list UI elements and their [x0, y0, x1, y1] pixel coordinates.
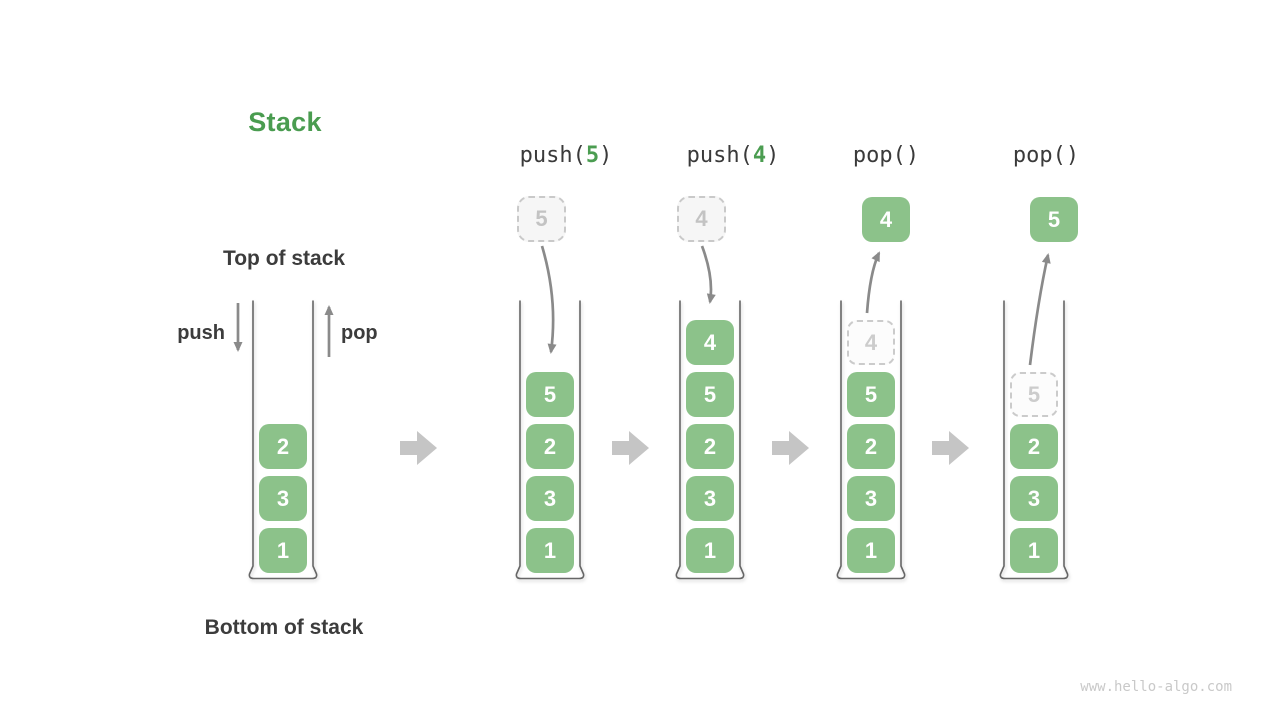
stack-item: 2 — [686, 424, 734, 469]
op-arg: 4 — [752, 143, 767, 168]
stack-item: 5 — [526, 372, 574, 417]
op-arg: 5 — [585, 143, 600, 168]
op-label-pop-2: pop() — [956, 143, 1136, 168]
op-text: pop() — [852, 143, 920, 168]
popped-value: 5 — [1030, 197, 1078, 242]
stack-item: 3 — [526, 476, 574, 521]
op-text: push( — [519, 143, 586, 168]
op-text: ) — [599, 143, 613, 168]
stack-item: 2 — [259, 424, 307, 469]
stack-item: 4 — [686, 320, 734, 365]
pop-5-flow-arrow-icon — [1028, 253, 1051, 366]
stack-item: 5 — [847, 372, 895, 417]
push-5-flow-arrow-icon — [540, 245, 557, 354]
stack-item: 2 — [1010, 424, 1058, 469]
stack-item: 3 — [686, 476, 734, 521]
top-of-stack-label: Top of stack — [222, 247, 346, 270]
stack-container — [999, 300, 1069, 580]
transition-arrow-icon — [932, 431, 969, 465]
op-text: push( — [686, 143, 753, 168]
incoming-value-ghost: 4 — [677, 196, 726, 242]
push-4-flow-arrow-icon — [700, 245, 716, 304]
stack-container — [675, 300, 745, 580]
stack-item: 1 — [526, 528, 574, 573]
op-label-push-4: push(4) — [643, 143, 823, 168]
transition-arrow-icon — [612, 431, 649, 465]
stack-container — [515, 300, 585, 580]
removed-item-ghost: 5 — [1010, 372, 1058, 417]
stack-item: 5 — [686, 372, 734, 417]
stack-item: 2 — [526, 424, 574, 469]
removed-item-ghost: 4 — [847, 320, 895, 365]
incoming-value-ghost: 5 — [517, 196, 566, 242]
stack-item: 2 — [847, 424, 895, 469]
stack-item: 1 — [847, 528, 895, 573]
op-text: pop() — [1012, 143, 1080, 168]
bottom-of-stack-label: Bottom of stack — [204, 616, 364, 639]
stack-item: 3 — [847, 476, 895, 521]
transition-arrow-icon — [772, 431, 809, 465]
op-label-pop-1: pop() — [796, 143, 976, 168]
stack-item: 3 — [1010, 476, 1058, 521]
stack-container — [248, 300, 318, 580]
stack-item: 3 — [259, 476, 307, 521]
stack-item: 1 — [686, 528, 734, 573]
watermark: www.hello-algo.com — [1080, 679, 1232, 695]
pop-4-flow-arrow-icon — [865, 251, 881, 314]
pop-label: pop — [341, 322, 378, 344]
diagram-title: Stack — [248, 107, 322, 137]
push-label: push — [177, 322, 225, 344]
popped-value: 4 — [862, 197, 910, 242]
stack-item: 1 — [259, 528, 307, 573]
transition-arrow-icon — [400, 431, 437, 465]
op-text: ) — [766, 143, 780, 168]
stack-container — [836, 300, 906, 580]
op-label-push-5: push(5) — [476, 143, 656, 168]
stack-item: 1 — [1010, 528, 1058, 573]
